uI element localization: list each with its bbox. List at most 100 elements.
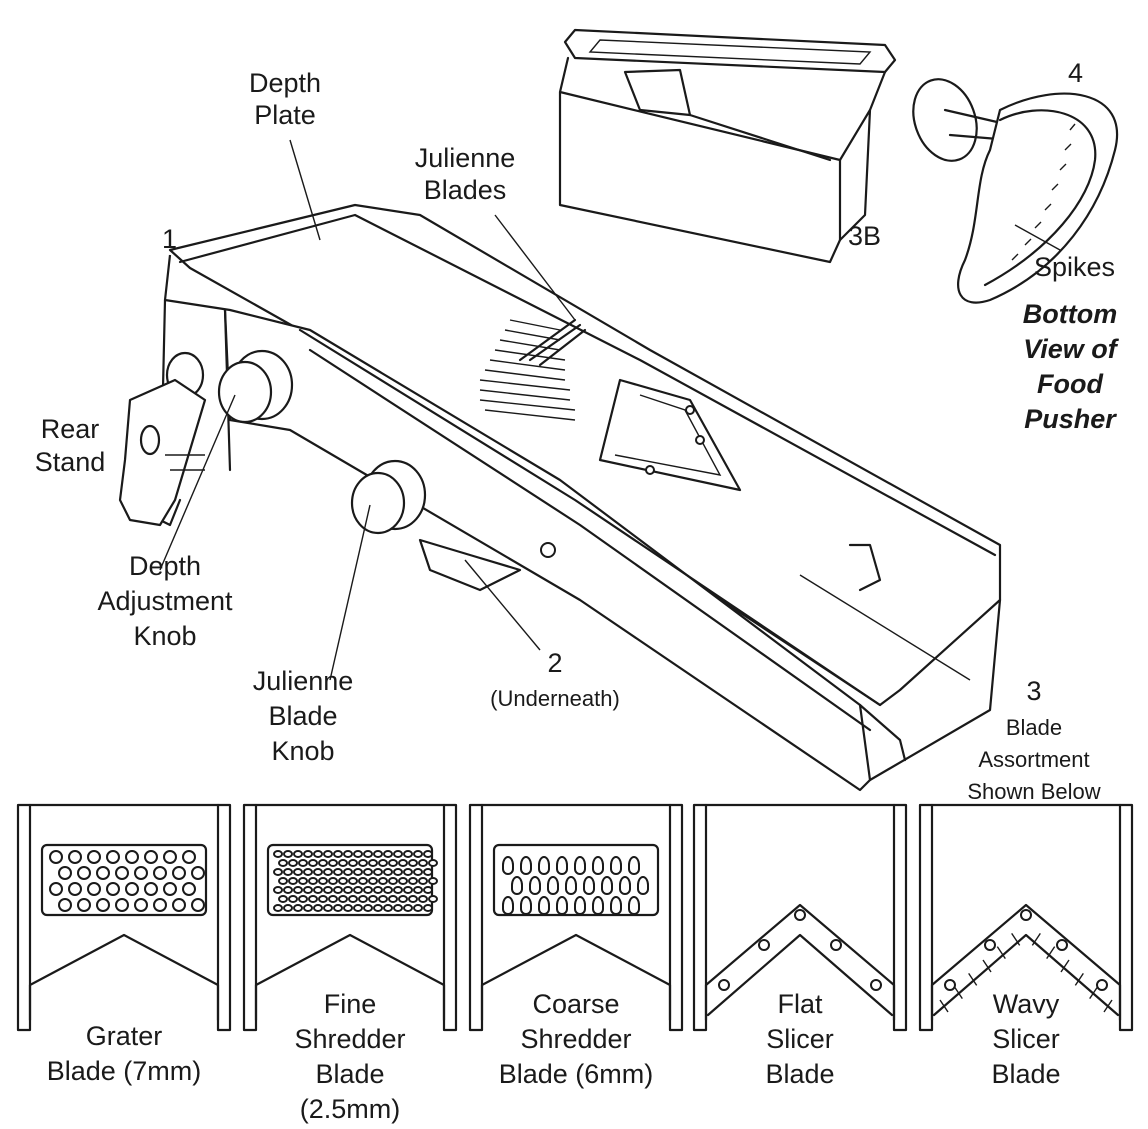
blade-rivet [1020, 909, 1032, 921]
shredder-hole [298, 877, 308, 885]
shredder-hole [538, 896, 550, 915]
shredder-hole [358, 895, 368, 903]
shredder-hole [393, 904, 403, 912]
blade-caption-line: Grater [86, 1021, 163, 1051]
shredder-hole [423, 886, 433, 894]
grater-hole [182, 882, 196, 896]
grater-hole [153, 898, 167, 912]
blade-caption-line: Shredder [520, 1024, 631, 1054]
shredder-hole [423, 904, 433, 912]
shredder-hole [308, 877, 318, 885]
shredder-hole [520, 896, 532, 915]
shredder-hole [610, 896, 622, 915]
shredder-hole [418, 877, 428, 885]
shredder-hole [333, 850, 343, 858]
shredder-hole [343, 904, 353, 912]
shredder-hole [393, 850, 403, 858]
shredder-hole [288, 895, 298, 903]
shredder-hole [403, 904, 413, 912]
shredder-hole [283, 868, 293, 876]
shredder-hole [313, 886, 323, 894]
blade-caption-line: Shredder [294, 1024, 405, 1054]
grater-hole [96, 866, 110, 880]
grater-hole [144, 850, 158, 864]
shredder-hole [338, 895, 348, 903]
shredder-hole [403, 868, 413, 876]
grater-hole [49, 850, 63, 864]
blade-caption-line: Blade [315, 1059, 384, 1089]
shredder-hole [333, 886, 343, 894]
blade-rivet [944, 979, 956, 991]
grater-hole [163, 850, 177, 864]
grater-hole [153, 866, 167, 880]
shredder-hole [423, 868, 433, 876]
shredder-hole [547, 876, 559, 895]
shredder-hole [373, 850, 383, 858]
shredder-hole [313, 904, 323, 912]
shredder-hole [288, 877, 298, 885]
shredder-hole [283, 904, 293, 912]
shredder-hole [388, 859, 398, 867]
shredder-hole [418, 895, 428, 903]
shredder-hole [343, 868, 353, 876]
grater-hole [134, 898, 148, 912]
shredder-hole [273, 850, 283, 858]
shredder-hole [363, 868, 373, 876]
shredder-hole [318, 877, 328, 885]
part-number-4: 4 [1068, 58, 1083, 88]
shredder-hole [373, 868, 383, 876]
shredder-hole [273, 868, 283, 876]
shredder-hole [273, 886, 283, 894]
blade-caption-line: Wavy [993, 989, 1060, 1019]
shredder-hole [363, 904, 373, 912]
shredder-hole [408, 895, 418, 903]
grater-hole [134, 866, 148, 880]
shredder-hole [556, 856, 568, 875]
storage-container [558, 28, 897, 264]
shredder-hole [388, 895, 398, 903]
shredder-hole [353, 850, 363, 858]
shredder-hole [378, 859, 388, 867]
grater-hole [163, 882, 177, 896]
shredder-hole [574, 856, 586, 875]
grater-hole [87, 882, 101, 896]
blade-rivet [794, 909, 806, 921]
shredder-hole [383, 868, 393, 876]
shredder-hole [388, 877, 398, 885]
grater-hole [58, 898, 72, 912]
shredder-hole [288, 859, 298, 867]
blade-caption-line: Flat [777, 989, 823, 1019]
shredder-hole [283, 886, 293, 894]
shredder-hole [358, 877, 368, 885]
grater-hole [106, 882, 120, 896]
mandoline-body [118, 139, 1061, 792]
shredder-hole [348, 859, 358, 867]
shredder-hole [403, 886, 413, 894]
shredder-hole [293, 886, 303, 894]
shredder-hole [278, 895, 288, 903]
shredder-hole [408, 877, 418, 885]
shredder-hole [628, 896, 640, 915]
shredder-hole [333, 904, 343, 912]
grater-hole [77, 866, 91, 880]
shredder-hole [363, 850, 373, 858]
grater-hole [172, 898, 186, 912]
blade-rivet [830, 939, 842, 951]
blade-caption-line: Slicer [766, 1024, 834, 1054]
shredder-hole [556, 896, 568, 915]
shredder-hole [323, 850, 333, 858]
shredder-hole [353, 886, 363, 894]
shredder-hole [298, 895, 308, 903]
shredder-hole [323, 904, 333, 912]
shredder-hole [303, 850, 313, 858]
shredder-hole [278, 859, 288, 867]
shredder-hole [368, 859, 378, 867]
